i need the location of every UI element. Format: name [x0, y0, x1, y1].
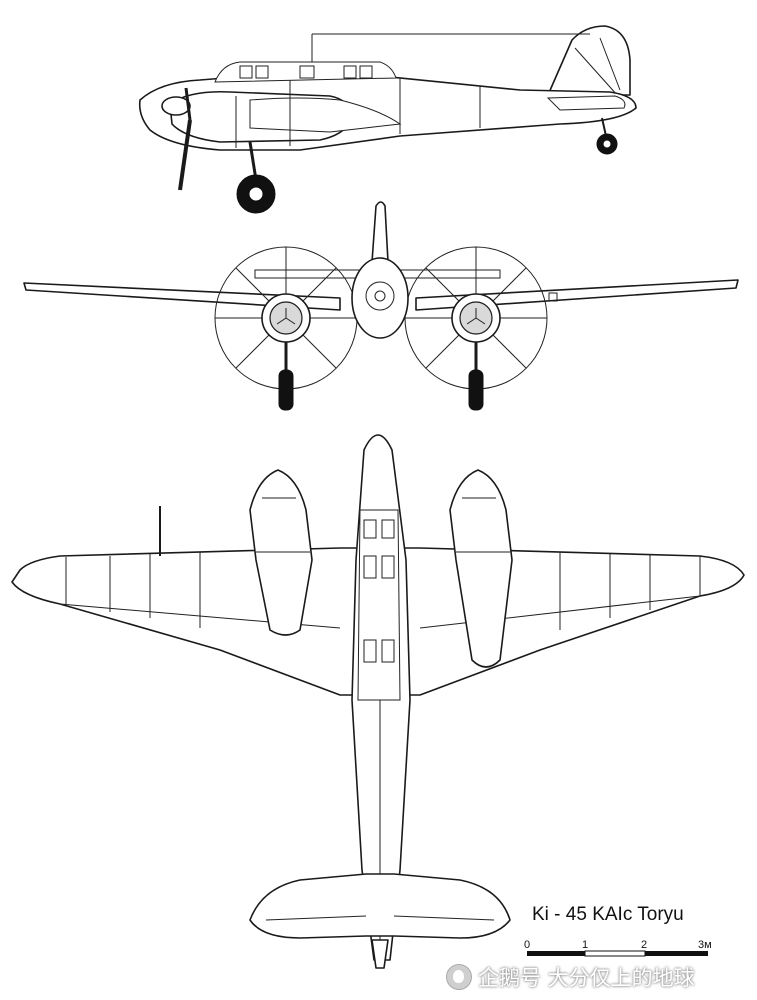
top-wing-ribs — [65, 552, 701, 630]
watermark: 企鹅号 大分仅上的地球 — [446, 962, 695, 992]
top-cockpit-canopy — [357, 509, 401, 701]
front-nose-ring — [365, 281, 395, 311]
side-spinner — [161, 96, 191, 116]
side-canopy — [214, 61, 397, 83]
front-nose-center — [374, 290, 386, 302]
scale-tick-0: 0 — [524, 939, 531, 951]
scale-bar-segment-1-2 — [584, 950, 646, 957]
front-view — [23, 201, 739, 411]
side-canopy-frames — [239, 65, 373, 79]
side-propeller-lower — [178, 119, 192, 191]
front-left-wheel — [278, 369, 294, 411]
side-main-hub — [248, 186, 264, 202]
front-wingtip-light — [548, 292, 558, 302]
front-left-spinner-star — [276, 308, 296, 325]
front-left-wing — [23, 282, 341, 311]
scale-bar-segment-2-3 — [645, 951, 708, 956]
front-right-wing — [415, 279, 739, 311]
top-cockpit-frames — [363, 519, 395, 663]
side-tail-gear-strut — [601, 117, 607, 137]
scale-tick-1: 1 — [582, 939, 589, 951]
top-left-nacelle-panels — [256, 497, 310, 553]
penguin-logo-icon — [446, 964, 472, 990]
drawing-title: Ki - 45 KAIc Toryu — [532, 904, 684, 925]
side-panel-lines — [235, 78, 481, 148]
top-right-nacelle — [449, 469, 513, 668]
side-wing-root — [249, 97, 402, 133]
scale-tick-3: 3м — [698, 939, 712, 951]
top-elevator-hinge — [265, 915, 495, 921]
side-fin-panel-lines — [574, 37, 621, 97]
front-right-spinner-star — [466, 308, 486, 325]
top-right-nacelle-panels — [456, 497, 510, 553]
side-tail-hub — [603, 140, 611, 148]
front-right-wheel — [468, 369, 484, 411]
side-propeller-upper — [184, 87, 192, 121]
scale-bar-segment-0-1 — [527, 951, 585, 956]
top-horizontal-tail — [249, 873, 511, 939]
top-tailcone — [371, 939, 389, 969]
side-horizontal-stabilizer — [546, 95, 626, 111]
watermark-text: 企鹅号 大分仅上的地球 — [478, 966, 695, 990]
front-vertical-fin — [371, 201, 389, 263]
scale-tick-2: 2 — [641, 939, 648, 951]
side-view — [138, 25, 637, 214]
side-main-gear-strut — [248, 141, 258, 181]
